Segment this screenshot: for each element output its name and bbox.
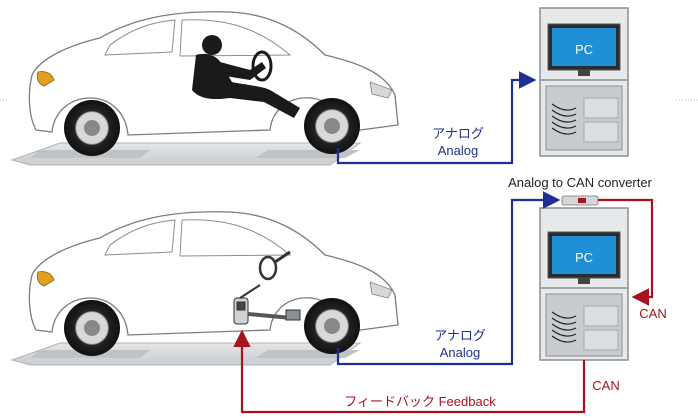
bottom-pc-label: PC xyxy=(575,250,593,265)
can-label-right: CAN xyxy=(639,306,666,321)
top-analog-label-jp: アナログ xyxy=(432,126,484,141)
bottom-dyno-platform xyxy=(10,342,362,366)
can-converter-device xyxy=(561,195,599,206)
bottom-analog-label-jp: アナログ xyxy=(434,328,486,343)
can-line-converter xyxy=(598,198,654,306)
top-analog-line xyxy=(336,71,537,165)
bottom-car-group xyxy=(10,211,399,366)
converter-label: Analog to CAN converter xyxy=(508,175,652,190)
bottom-pc-cabinet xyxy=(539,207,629,361)
top-car-tail-light xyxy=(36,71,55,87)
top-analog-label-en: Analog xyxy=(438,143,478,158)
bottom-car-window-front xyxy=(179,219,292,257)
bottom-car-tail-light xyxy=(36,271,55,287)
feedback-label: フィードバック Feedback xyxy=(344,394,496,409)
can-feedback-line xyxy=(233,329,586,414)
robot-driver-actuator xyxy=(233,250,301,325)
bottom-car-headlight xyxy=(369,281,393,299)
bottom-analog-line xyxy=(336,191,561,366)
driver-silhouette xyxy=(192,35,300,119)
top-pc-cabinet xyxy=(539,7,629,157)
can-label-bottom: CAN xyxy=(592,378,619,393)
bottom-car-window-rear xyxy=(104,219,176,256)
top-car-window-rear xyxy=(104,19,176,56)
top-dyno-platform xyxy=(10,142,362,166)
bottom-analog-label-en: Analog xyxy=(440,345,480,360)
top-car-headlight xyxy=(369,81,393,99)
top-car-group xyxy=(10,11,399,166)
top-pc-label: PC xyxy=(575,42,593,57)
